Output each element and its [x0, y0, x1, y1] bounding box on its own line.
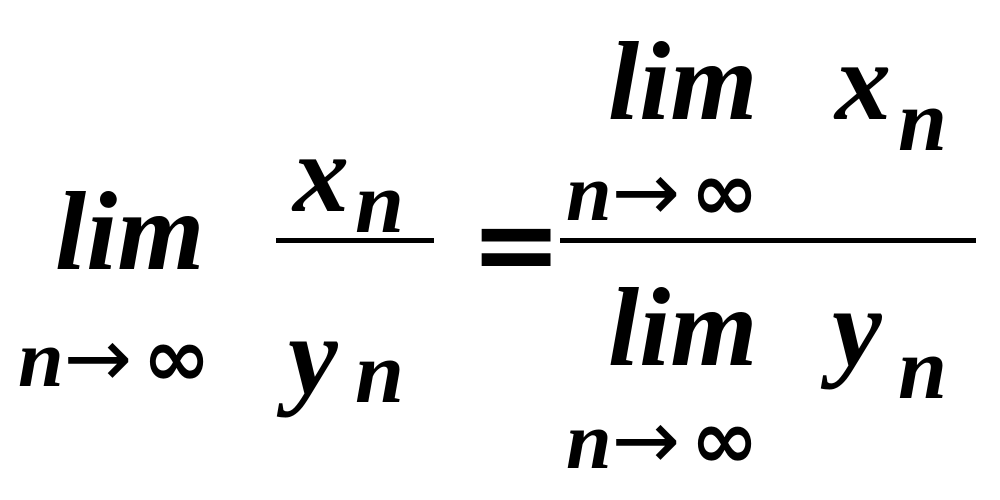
rhs-den-lim-operator: lim	[608, 266, 758, 390]
equals-sign: =	[470, 180, 563, 308]
rhs-num-limit-var: n	[566, 147, 612, 238]
rhs-num-sub-n: n	[898, 73, 947, 170]
rhs-den-arrow-icon: →	[611, 393, 681, 488]
rhs-num-x: x	[835, 20, 891, 144]
lhs-fraction-bar	[276, 238, 434, 243]
rhs-den-sub-n: n	[898, 321, 947, 418]
lhs-arrow-icon: →	[63, 311, 133, 406]
lhs-limit-subscript: n→∞	[18, 318, 211, 400]
lhs-limit-var: n	[18, 313, 64, 404]
rhs-den-y: y	[832, 266, 882, 390]
lhs-numerator-sub-n: n	[355, 155, 404, 252]
rhs-num-arrow-icon: →	[611, 145, 681, 240]
rhs-num-lim-operator: lim	[608, 20, 758, 144]
lhs-lim-operator: lim	[55, 170, 205, 294]
lhs-denominator-sub-n: n	[355, 325, 404, 422]
rhs-num-infinity-symbol: ∞	[690, 145, 759, 240]
rhs-num-limit-subscript: n→∞	[566, 152, 759, 234]
lhs-denominator-y: y	[288, 294, 338, 418]
lhs-numerator-x: x	[293, 112, 349, 236]
rhs-den-limit-var: n	[566, 395, 612, 486]
rhs-den-limit-subscript: n→∞	[566, 400, 759, 482]
rhs-den-infinity-symbol: ∞	[690, 393, 759, 488]
lhs-infinity-symbol: ∞	[142, 311, 211, 406]
rhs-fraction-bar	[560, 238, 976, 243]
